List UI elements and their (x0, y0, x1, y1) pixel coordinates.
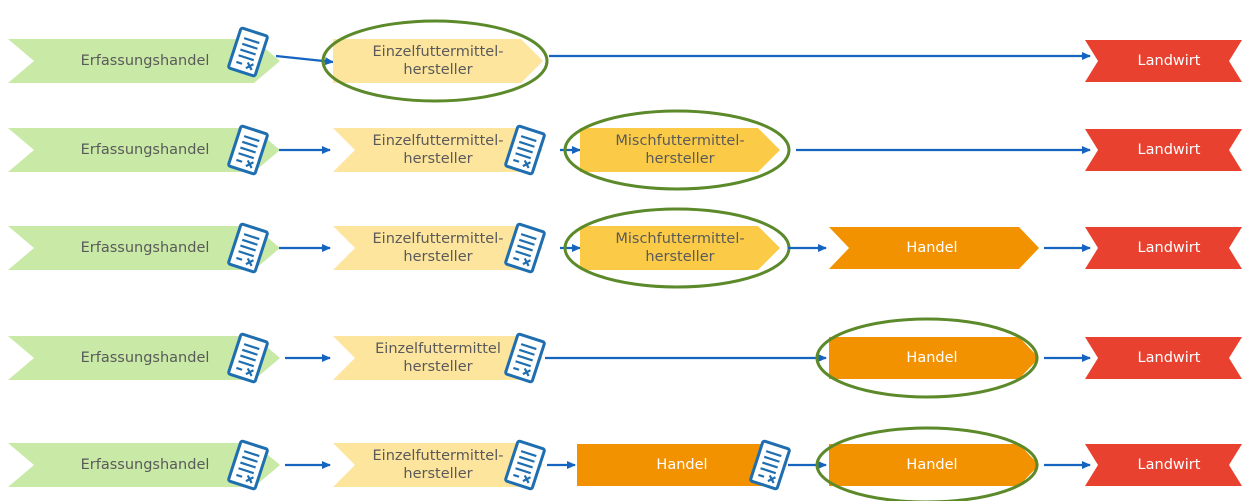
stage-label-erfassungshandel: Erfassungshandel (81, 53, 210, 69)
stage-label-einzel-line-1: Einzelfuttermittel- (373, 448, 504, 464)
document-icon (227, 439, 269, 491)
stage-einzelfuttermittelhersteller (333, 336, 543, 380)
stage-mischfuttermittelhersteller (580, 226, 780, 270)
highlight-ellipse (321, 19, 549, 103)
document-icon (227, 222, 269, 274)
stage-label-landwirt: Landwirt (1138, 240, 1201, 256)
stage-handel-1 (577, 444, 787, 486)
stage-label-misch-line-2: hersteller (645, 151, 714, 167)
stage-label-handel-2: Handel (906, 457, 957, 473)
stage-label-einzel-line-1: Einzelfuttermittel- (373, 231, 504, 247)
stage-landwirt (1085, 227, 1242, 269)
stage-label-einzel-line-1: Einzelfuttermittel- (373, 133, 504, 149)
stage-erfassungshandel (8, 336, 280, 380)
stage-label-handel-1: Handel (656, 457, 707, 473)
stage-einzelfuttermittelhersteller (333, 443, 543, 487)
document-icon (504, 222, 546, 274)
document-icon (504, 332, 546, 384)
stage-erfassungshandel (8, 39, 280, 83)
stage-landwirt (1085, 337, 1242, 379)
stage-erfassungshandel (8, 226, 280, 270)
stage-label-erfassungshandel: Erfassungshandel (81, 457, 210, 473)
document-icon (227, 26, 269, 78)
stage-landwirt (1085, 40, 1242, 82)
stage-label-einzel-line-2: hersteller (403, 359, 472, 375)
stage-handel-2 (829, 444, 1039, 486)
stage-label-einzel-line-2: hersteller (403, 249, 472, 265)
stage-label-handel: Handel (906, 350, 957, 366)
stage-label-einzel-line-2: hersteller (403, 62, 472, 78)
stage-einzelfuttermittelhersteller (333, 128, 543, 172)
stage-label-misch-line-1: Mischfuttermittel- (615, 133, 744, 149)
stage-erfassungshandel (8, 443, 280, 487)
stage-label-einzel-line-1: Einzelfuttermittel- (373, 44, 504, 60)
document-icon (227, 124, 269, 176)
document-icon (749, 439, 791, 491)
stage-handel (829, 227, 1039, 269)
document-icon (504, 439, 546, 491)
stage-landwirt (1085, 129, 1242, 171)
stage-erfassungshandel (8, 128, 280, 172)
stage-label-landwirt: Landwirt (1138, 350, 1201, 366)
stage-label-einzel-line-1: Einzelfuttermittel (375, 341, 501, 357)
stage-label-landwirt: Landwirt (1138, 53, 1201, 69)
row-1: Erfassungshandel Einzelfuttermittel-herst… (8, 19, 1242, 103)
stage-label-handel: Handel (906, 240, 957, 256)
stage-label-misch-line-1: Mischfuttermittel- (615, 231, 744, 247)
row-5: Erfassungshandel Einzelfuttermittel-herst… (8, 426, 1242, 501)
stage-label-einzel-line-2: hersteller (403, 466, 472, 482)
document-icon (504, 124, 546, 176)
highlight-ellipse (815, 317, 1039, 399)
stage-mischfuttermittelhersteller (580, 128, 780, 172)
row-3: Erfassungshandel Einzelfuttermittel-herst… (8, 207, 1242, 289)
stage-landwirt (1085, 444, 1242, 486)
row-2: Erfassungshandel Einzelfuttermittel-herst… (8, 109, 1242, 191)
highlight-ellipse (815, 426, 1039, 501)
stage-label-landwirt: Landwirt (1138, 457, 1201, 473)
stage-label-erfassungshandel: Erfassungshandel (81, 142, 210, 158)
document-icon (227, 332, 269, 384)
stage-label-erfassungshandel: Erfassungshandel (81, 350, 210, 366)
stage-einzelfuttermittelhersteller (333, 226, 543, 270)
stage-label-einzel-line-2: hersteller (403, 151, 472, 167)
stage-label-erfassungshandel: Erfassungshandel (81, 240, 210, 256)
stage-handel (829, 337, 1039, 379)
stage-label-misch-line-2: hersteller (645, 249, 714, 265)
row-4: Erfassungshandel Einzelfuttermittel herste… (8, 317, 1242, 399)
stage-einzelfuttermittelhersteller (333, 39, 543, 83)
stage-label-landwirt: Landwirt (1138, 142, 1201, 158)
highlight-ellipse (563, 109, 791, 191)
